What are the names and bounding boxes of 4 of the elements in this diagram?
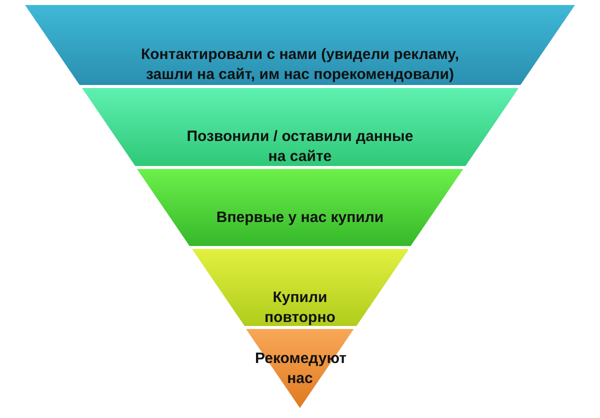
band-label: Контактировали с нами (увидели рекламу, зашли на сайт, им нас порекомендовали) [140,45,460,85]
band-label: Позвонили / оставили данные на сайте [186,127,414,167]
band-label: Впервые у нас купили [215,208,385,228]
band-label: Купили повторно [264,288,336,328]
